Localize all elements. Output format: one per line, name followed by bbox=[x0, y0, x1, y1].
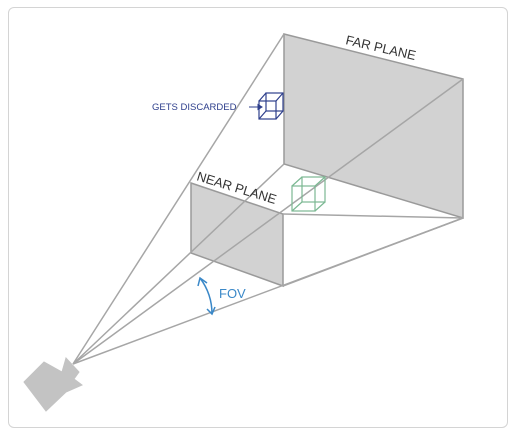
frustum-rays bbox=[72, 33, 464, 365]
kept-cube-icon bbox=[291, 176, 326, 212]
fov-arc-icon bbox=[197, 276, 216, 316]
discard-pointer bbox=[249, 103, 263, 111]
gets-discarded-label: GETS DISCARDED bbox=[152, 102, 237, 113]
discarded-cube-icon bbox=[258, 92, 284, 120]
camera-icon bbox=[23, 357, 83, 412]
fov-label: FOV bbox=[219, 286, 246, 301]
